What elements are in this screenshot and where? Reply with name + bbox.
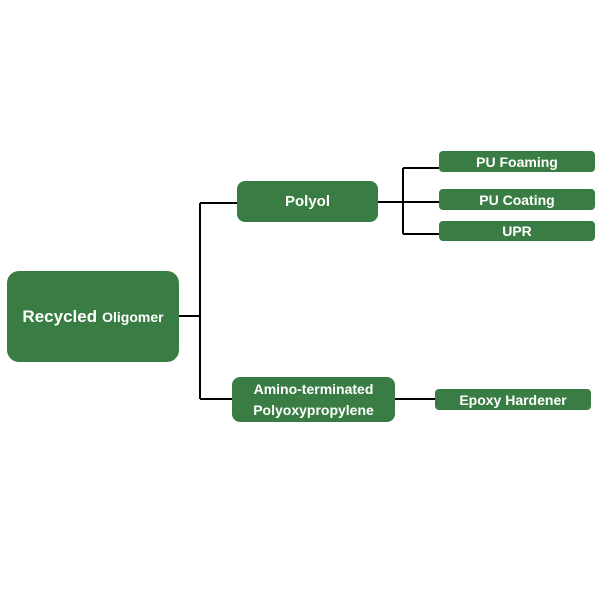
- polyol-label: Polyol: [284, 193, 330, 210]
- node-pu-foaming: PU Foaming: [439, 151, 595, 172]
- root-label-main: Recycled: [22, 306, 98, 326]
- amino-label-line2: Polyoxypropylene: [253, 401, 374, 418]
- node-polyol: Polyol: [237, 181, 378, 222]
- pu-foaming-label: PU Foaming: [476, 153, 558, 170]
- node-recycled-oligomer: Recycled Oligomer: [7, 271, 179, 362]
- root-label-secondary: Oligomer: [102, 308, 164, 325]
- node-epoxy-hardener: Epoxy Hardener: [435, 389, 591, 410]
- node-upr: UPR: [439, 221, 595, 241]
- node-amino-terminated-polyoxypropylene: Amino-terminated Polyoxypropylene: [232, 377, 395, 422]
- node-pu-coating: PU Coating: [439, 189, 595, 210]
- epoxy-hardener-label: Epoxy Hardener: [459, 391, 567, 408]
- upr-label: UPR: [502, 223, 532, 239]
- amino-label-line1: Amino-terminated: [253, 380, 374, 397]
- pu-coating-label: PU Coating: [479, 191, 555, 208]
